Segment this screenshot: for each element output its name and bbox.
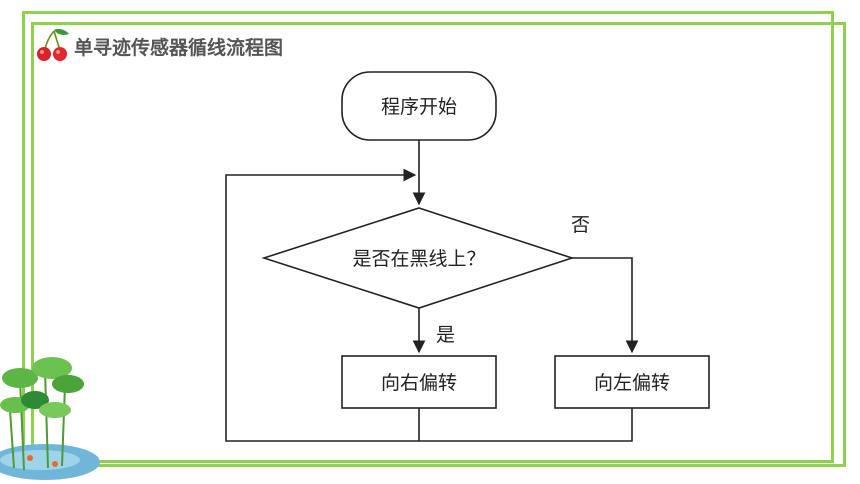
arrow-no [572,257,639,354]
decision-node: 是否在黑线上？ [261,207,575,309]
turn-right-node: 向右偏转 [341,355,497,409]
start-node: 程序开始 [341,71,497,141]
start-node-label: 程序开始 [381,96,457,118]
yes-label: 是 [436,324,455,346]
cherry-icon [34,25,72,67]
lotus-leaf-decoration [0,357,100,480]
turn-left-node: 向左偏转 [554,355,710,409]
turn-right-label: 向右偏转 [381,372,457,394]
no-label: 否 [571,214,590,236]
page-title: 单寻迹传感器循线流程图 [74,36,284,59]
outer-frame [22,11,834,463]
inner-frame [31,22,846,467]
page-header: 单寻迹传感器循线流程图 [34,26,283,66]
merge-line [418,408,633,442]
decision-node-label: 是否在黑线上？ [352,248,485,270]
turn-left-label: 向左偏转 [594,372,670,394]
loop-back-arrow [225,168,419,442]
